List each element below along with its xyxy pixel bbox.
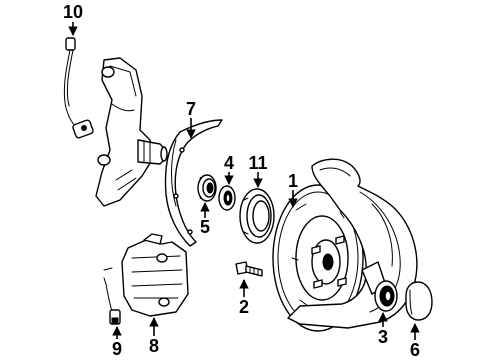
part-5-inner-bearing <box>197 174 217 202</box>
callout-3: 3 <box>378 327 388 347</box>
part-2-bolt <box>235 261 263 277</box>
steering-knuckle <box>95 57 168 207</box>
part-11-outer-seal-ring <box>239 188 275 244</box>
callout-4: 4 <box>224 153 234 173</box>
part-4-seal <box>218 185 236 211</box>
callout-10: 10 <box>63 2 83 22</box>
part-6-dust-cap <box>405 281 433 321</box>
callout-8: 8 <box>149 336 159 356</box>
part-9-brake-hose <box>103 267 121 325</box>
leader-lines <box>68 22 420 340</box>
part-3-outer-bearing <box>374 280 398 312</box>
callout-2: 2 <box>239 297 249 317</box>
callout-7: 7 <box>186 99 196 119</box>
callout-9: 9 <box>112 339 122 359</box>
part-1-rotor-hub <box>272 184 364 332</box>
part-8-caliper <box>121 233 189 317</box>
callout-labels: 10 7 4 5 11 1 2 3 6 8 9 <box>63 2 420 360</box>
part-7-splash-shield <box>164 119 223 247</box>
part-10-abs-sensor <box>63 37 94 139</box>
callout-6: 6 <box>410 340 420 360</box>
callout-1: 1 <box>288 171 298 191</box>
callout-11: 11 <box>248 153 267 173</box>
callout-5: 5 <box>200 217 210 237</box>
